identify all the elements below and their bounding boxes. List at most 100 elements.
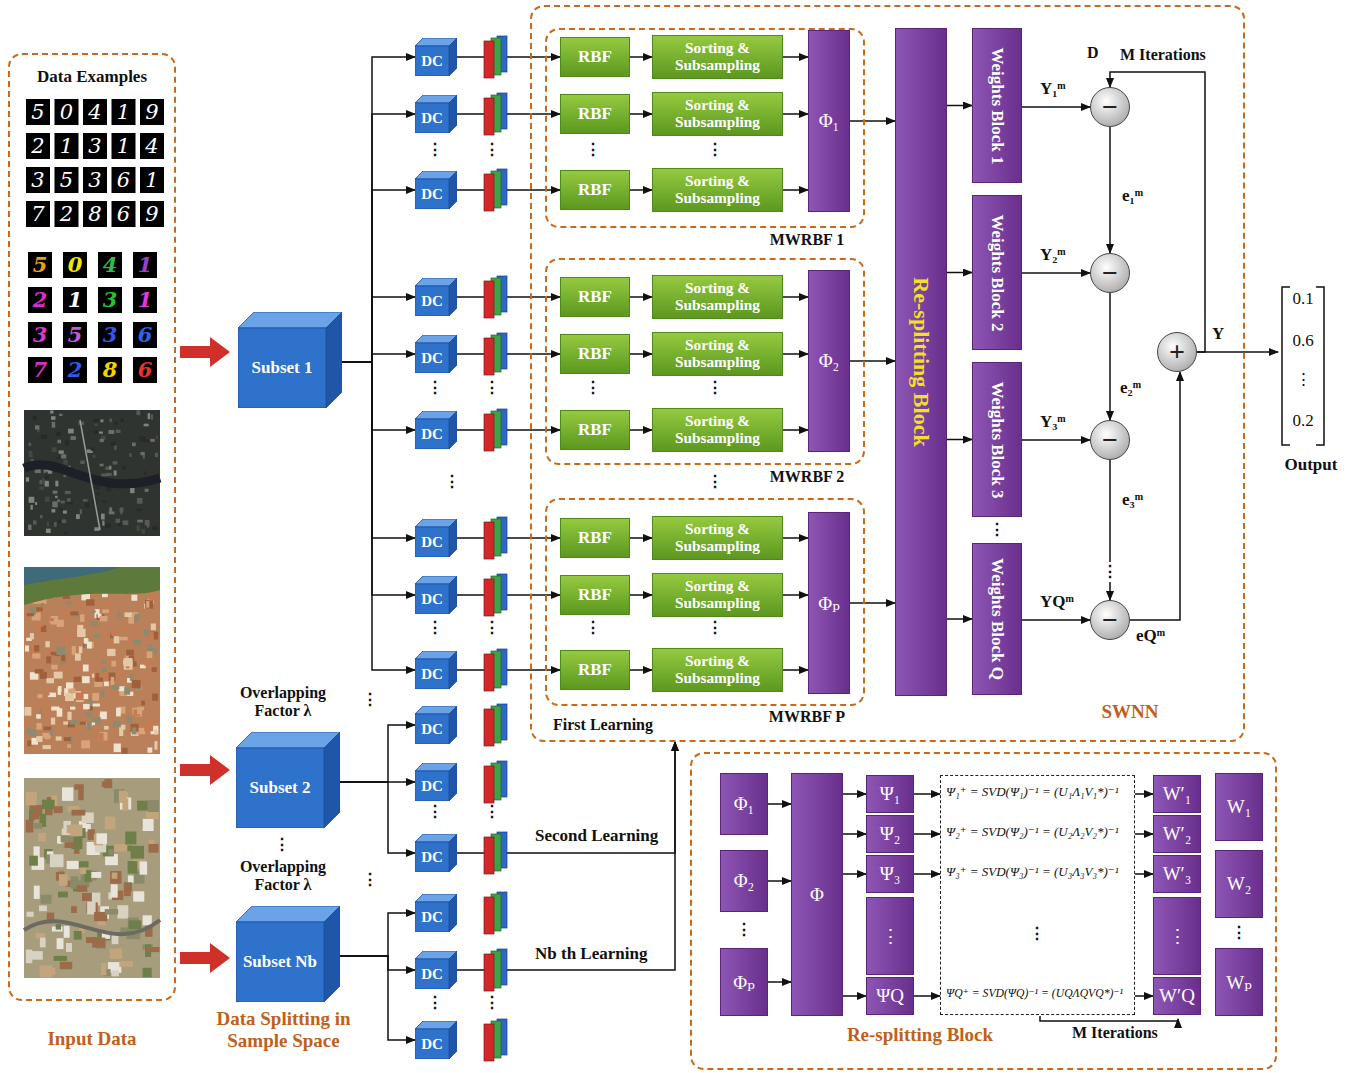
texture <box>67 744 71 748</box>
edge-label: YQᵐ <box>1040 592 1074 612</box>
connector <box>843 873 866 875</box>
edge-label: e₁ᵐ <box>1122 186 1143 206</box>
node-text: − <box>1102 426 1118 454</box>
connector <box>340 782 415 853</box>
ellipsis: ⋮ <box>583 618 603 638</box>
sorting-box: Sorting & Subsampling <box>652 275 783 319</box>
aerial-photo <box>24 778 160 978</box>
texture <box>64 737 71 741</box>
texture <box>101 419 104 422</box>
dc-cube: DC <box>415 951 457 989</box>
red-arrow <box>180 755 230 785</box>
matrix-box: W′₃ <box>1153 855 1201 893</box>
node-text: Sorting & Subsampling <box>653 578 782 612</box>
digit: 1 <box>133 252 157 278</box>
texture <box>127 717 133 723</box>
node-text: Input Data <box>10 1028 174 1050</box>
vegetation <box>24 567 160 605</box>
digit: 5 <box>28 252 52 278</box>
connector <box>843 793 866 795</box>
cube-side <box>449 278 457 316</box>
texture <box>59 874 68 886</box>
texture <box>46 656 51 663</box>
texture <box>135 614 139 622</box>
connector <box>457 742 675 853</box>
node-text: RBF <box>578 421 612 440</box>
texture <box>80 722 86 725</box>
digit: 1 <box>55 133 79 159</box>
cube-side <box>449 95 457 133</box>
node-text: Ψ₁ <box>880 783 901 805</box>
texture <box>54 522 57 527</box>
texture <box>42 692 50 695</box>
digit: 9 <box>140 99 164 125</box>
texture <box>50 854 64 867</box>
digit-cell <box>28 287 52 313</box>
node-text: RBF <box>578 105 612 124</box>
cube-front <box>236 748 324 828</box>
texture <box>56 496 58 498</box>
digit: 3 <box>28 322 52 348</box>
texture <box>85 503 89 508</box>
texture <box>41 603 44 607</box>
texture <box>25 646 29 652</box>
texture <box>137 509 142 511</box>
node-text: Sorting & Subsampling <box>653 40 782 74</box>
texture <box>144 424 149 427</box>
texture <box>117 671 122 677</box>
digit-images <box>26 99 164 383</box>
weights-block: Weights Block 2 <box>972 195 1022 350</box>
texture <box>131 595 137 601</box>
slab <box>484 174 494 211</box>
texture <box>110 949 122 959</box>
texture <box>27 613 34 616</box>
texture <box>100 712 107 720</box>
node-text: Subset 1 <box>252 358 313 378</box>
weights-block: Weights Block Q <box>972 543 1022 695</box>
texture <box>29 856 38 866</box>
matrix-box: W₂ <box>1215 850 1263 918</box>
digit: 9 <box>140 201 164 227</box>
cube-front <box>415 584 449 614</box>
connector <box>342 57 415 362</box>
cube-front <box>415 1029 449 1059</box>
annotation: M Iterations <box>1120 46 1206 64</box>
edge-label: Nb th Learning <box>535 944 647 964</box>
texture <box>52 447 57 452</box>
texture <box>40 515 43 518</box>
node-text: W′₃ <box>1163 863 1192 885</box>
texture <box>74 931 82 940</box>
node-text: MWRBF 1 <box>747 231 867 249</box>
bracket-left <box>1282 287 1290 445</box>
node-text: DC <box>421 849 443 866</box>
ellipsis: ⋮ <box>360 690 380 710</box>
texture <box>111 677 115 686</box>
texture <box>154 741 157 750</box>
digit: 3 <box>98 322 122 348</box>
subset-cube: Subset Nb <box>236 906 340 1002</box>
node-text: Sorting & Subsampling <box>653 97 782 131</box>
node-text: DC <box>421 53 443 70</box>
texture <box>42 800 55 809</box>
sorting-box: Sorting & Subsampling <box>652 408 783 452</box>
node-text: Φ <box>810 884 824 906</box>
digit: 6 <box>133 357 157 383</box>
node-text: ⋮ <box>1168 925 1187 948</box>
digit: 7 <box>28 357 52 383</box>
feature-slabs <box>484 36 507 1061</box>
texture <box>33 416 37 421</box>
texture <box>131 846 144 859</box>
node-text: Ψ₃ <box>880 863 901 885</box>
texture <box>90 621 98 626</box>
connector <box>914 873 940 875</box>
texture <box>119 729 123 736</box>
texture <box>59 450 64 453</box>
cube-side <box>449 894 457 932</box>
texture <box>152 694 158 701</box>
digit: 7 <box>26 201 50 227</box>
cube-side <box>449 706 457 744</box>
texture <box>70 707 75 710</box>
dc-cube: DC <box>415 335 457 373</box>
digit: 0 <box>55 99 79 125</box>
texture <box>40 672 47 679</box>
